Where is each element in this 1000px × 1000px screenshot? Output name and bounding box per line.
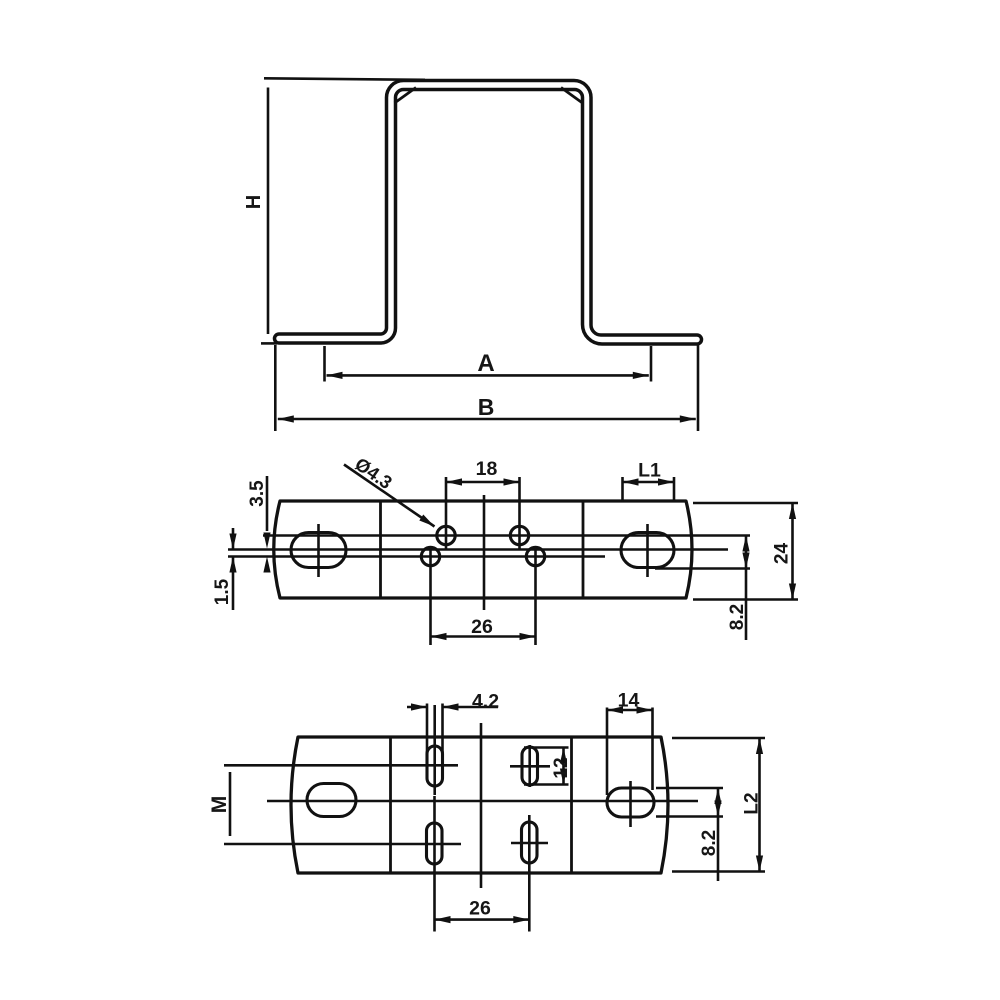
svg-text:M: M: [208, 796, 231, 814]
svg-text:3.5: 3.5: [247, 480, 268, 507]
svg-text:B: B: [478, 394, 495, 420]
svg-text:H: H: [243, 195, 265, 209]
svg-text:8.2: 8.2: [727, 604, 748, 630]
svg-text:1.5: 1.5: [212, 578, 233, 605]
svg-text:L2: L2: [742, 792, 763, 814]
svg-text:14: 14: [618, 690, 640, 712]
svg-text:24: 24: [772, 543, 793, 565]
svg-text:12: 12: [551, 757, 572, 778]
svg-text:8.2: 8.2: [699, 830, 720, 856]
svg-text:A: A: [477, 350, 494, 377]
svg-text:18: 18: [476, 458, 498, 480]
svg-text:26: 26: [471, 616, 493, 638]
svg-text:4.2: 4.2: [472, 691, 499, 713]
svg-text:26: 26: [469, 898, 491, 920]
svg-text:L1: L1: [638, 460, 661, 482]
